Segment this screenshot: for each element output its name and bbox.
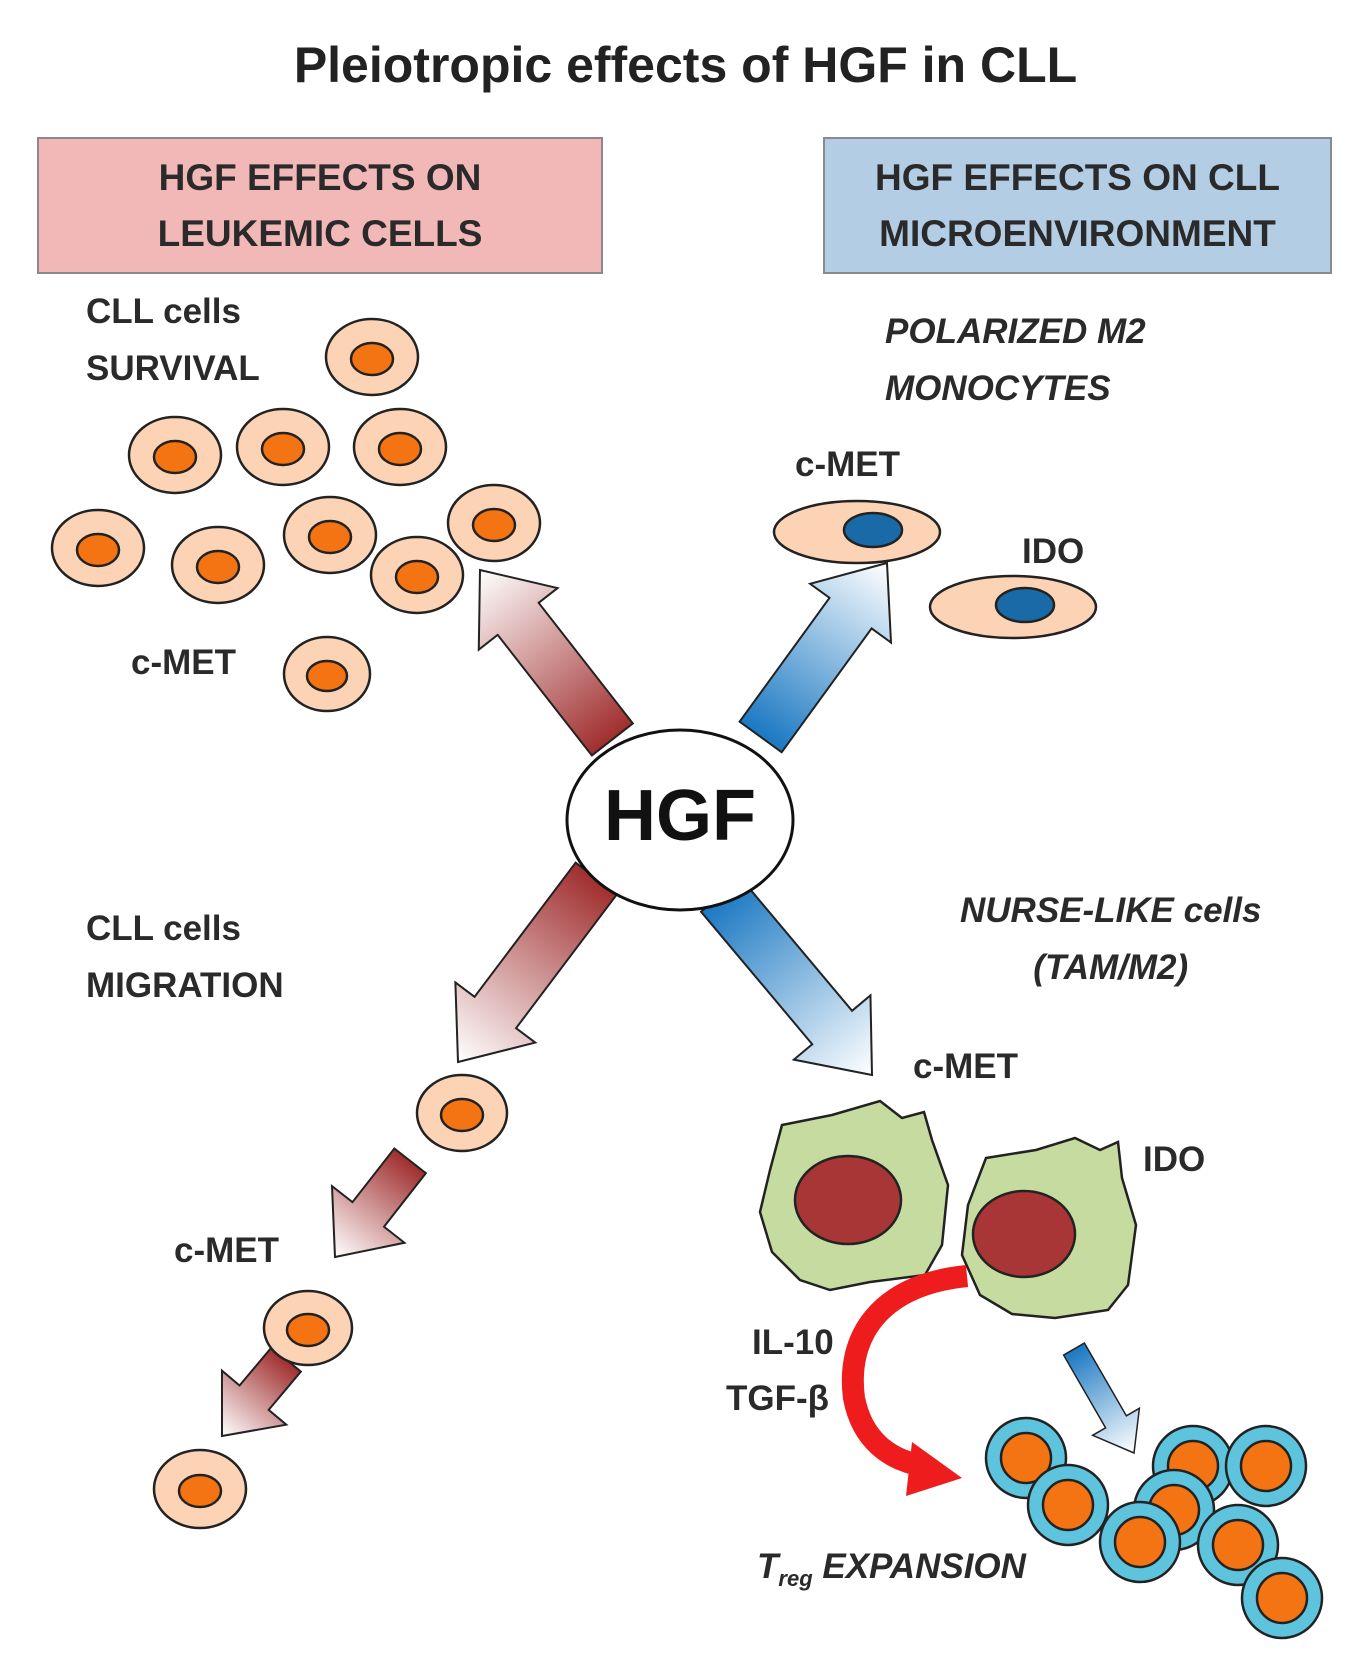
cll-cell	[282, 635, 372, 713]
cll-cell	[282, 495, 378, 575]
cll-cell	[262, 1289, 354, 1367]
nurse-cell	[960, 1136, 1138, 1320]
nurse-like-cells	[758, 1099, 1138, 1320]
hgf-label: HGF	[604, 776, 756, 856]
treg-cell	[984, 1416, 1068, 1500]
nurse-cell	[758, 1099, 950, 1292]
arrow-hgf-to-survival	[477, 568, 635, 757]
treg-cell	[1098, 1500, 1182, 1584]
il10-label: IL-10	[752, 1323, 834, 1362]
nurse-label-line1: NURSE-LIKE cells	[960, 891, 1262, 930]
cytokine-arrow	[841, 1265, 969, 1496]
arrow-hgf-to-monocytes	[738, 561, 893, 754]
treg-cell	[1224, 1424, 1308, 1508]
cll-cell	[352, 407, 448, 487]
survival-cmet-label: c-MET	[131, 643, 236, 682]
leukemic-header-line1: HGF EFFECTS ON	[158, 156, 482, 198]
survival-label-line2: SURVIVAL	[86, 349, 260, 388]
cll-cell	[170, 525, 266, 605]
cll-cell	[50, 508, 146, 588]
tgf-beta-label: TGF-β	[726, 1379, 830, 1418]
cll-cell	[369, 535, 465, 615]
arrow-nurse-to-treg	[1062, 1342, 1141, 1455]
migration-label: CLL cells MIGRATION	[86, 900, 284, 1014]
cll-cell	[324, 317, 420, 397]
microenvironment-header-line2: MICROENVIRONMENT	[879, 212, 1276, 254]
treg-cell	[1240, 1556, 1324, 1640]
monocytes-label-line2: MONOCYTES	[885, 369, 1111, 408]
leukemic-cells-header: HGF EFFECTS ON LEUKEMIC CELLS	[37, 137, 603, 274]
monocytes-label-line1: POLARIZED M2	[885, 312, 1146, 351]
m2-monocytes	[772, 499, 1098, 640]
treg-expansion-text: EXPANSION	[812, 1547, 1026, 1586]
cll-cell	[415, 1073, 509, 1153]
survival-label-line1: CLL cells	[86, 292, 241, 331]
microenvironment-header: HGF EFFECTS ON CLL MICROENVIRONMENT	[823, 137, 1332, 274]
figure-title: Pleiotropic effects of HGF in CLL	[293, 37, 1078, 93]
cll-survival-cells	[50, 317, 542, 713]
monocyte-ido-label: IDO	[1022, 532, 1085, 571]
treg-expansion-label: Treg EXPANSION	[757, 1538, 1026, 1607]
cll-cell	[127, 415, 223, 495]
nurse-cmet-label: c-MET	[913, 1047, 1018, 1086]
monocytes-label: POLARIZED M2 MONOCYTES	[885, 303, 1146, 417]
monocyte-cell	[928, 574, 1098, 640]
arrow-migration-step-1	[330, 1147, 428, 1259]
migration-label-line2: MIGRATION	[86, 966, 284, 1005]
cll-cell	[235, 407, 331, 487]
migration-cmet-label: c-MET	[174, 1231, 279, 1270]
migration-label-line1: CLL cells	[86, 909, 241, 948]
microenvironment-header-line1: HGF EFFECTS ON CLL	[875, 156, 1280, 198]
leukemic-header-line2: LEUKEMIC CELLS	[157, 212, 483, 254]
treg-t: T	[757, 1547, 779, 1586]
nurse-ido-label: IDO	[1143, 1140, 1206, 1179]
treg-cell	[1026, 1463, 1110, 1547]
nurse-label-line2: (TAM/M2)	[1033, 948, 1189, 987]
monocyte-cmet-label: c-MET	[795, 445, 900, 484]
nurse-cells-label: NURSE-LIKE cells (TAM/M2)	[960, 882, 1261, 996]
cll-cell	[446, 483, 542, 563]
cll-migration-cells	[152, 1073, 509, 1530]
treg-cells	[984, 1416, 1324, 1640]
hgf-node	[565, 728, 795, 912]
treg-subscript: reg	[778, 1566, 813, 1591]
cll-cell	[152, 1448, 248, 1530]
monocyte-cell	[772, 499, 942, 565]
survival-label: CLL cells SURVIVAL	[86, 283, 260, 397]
